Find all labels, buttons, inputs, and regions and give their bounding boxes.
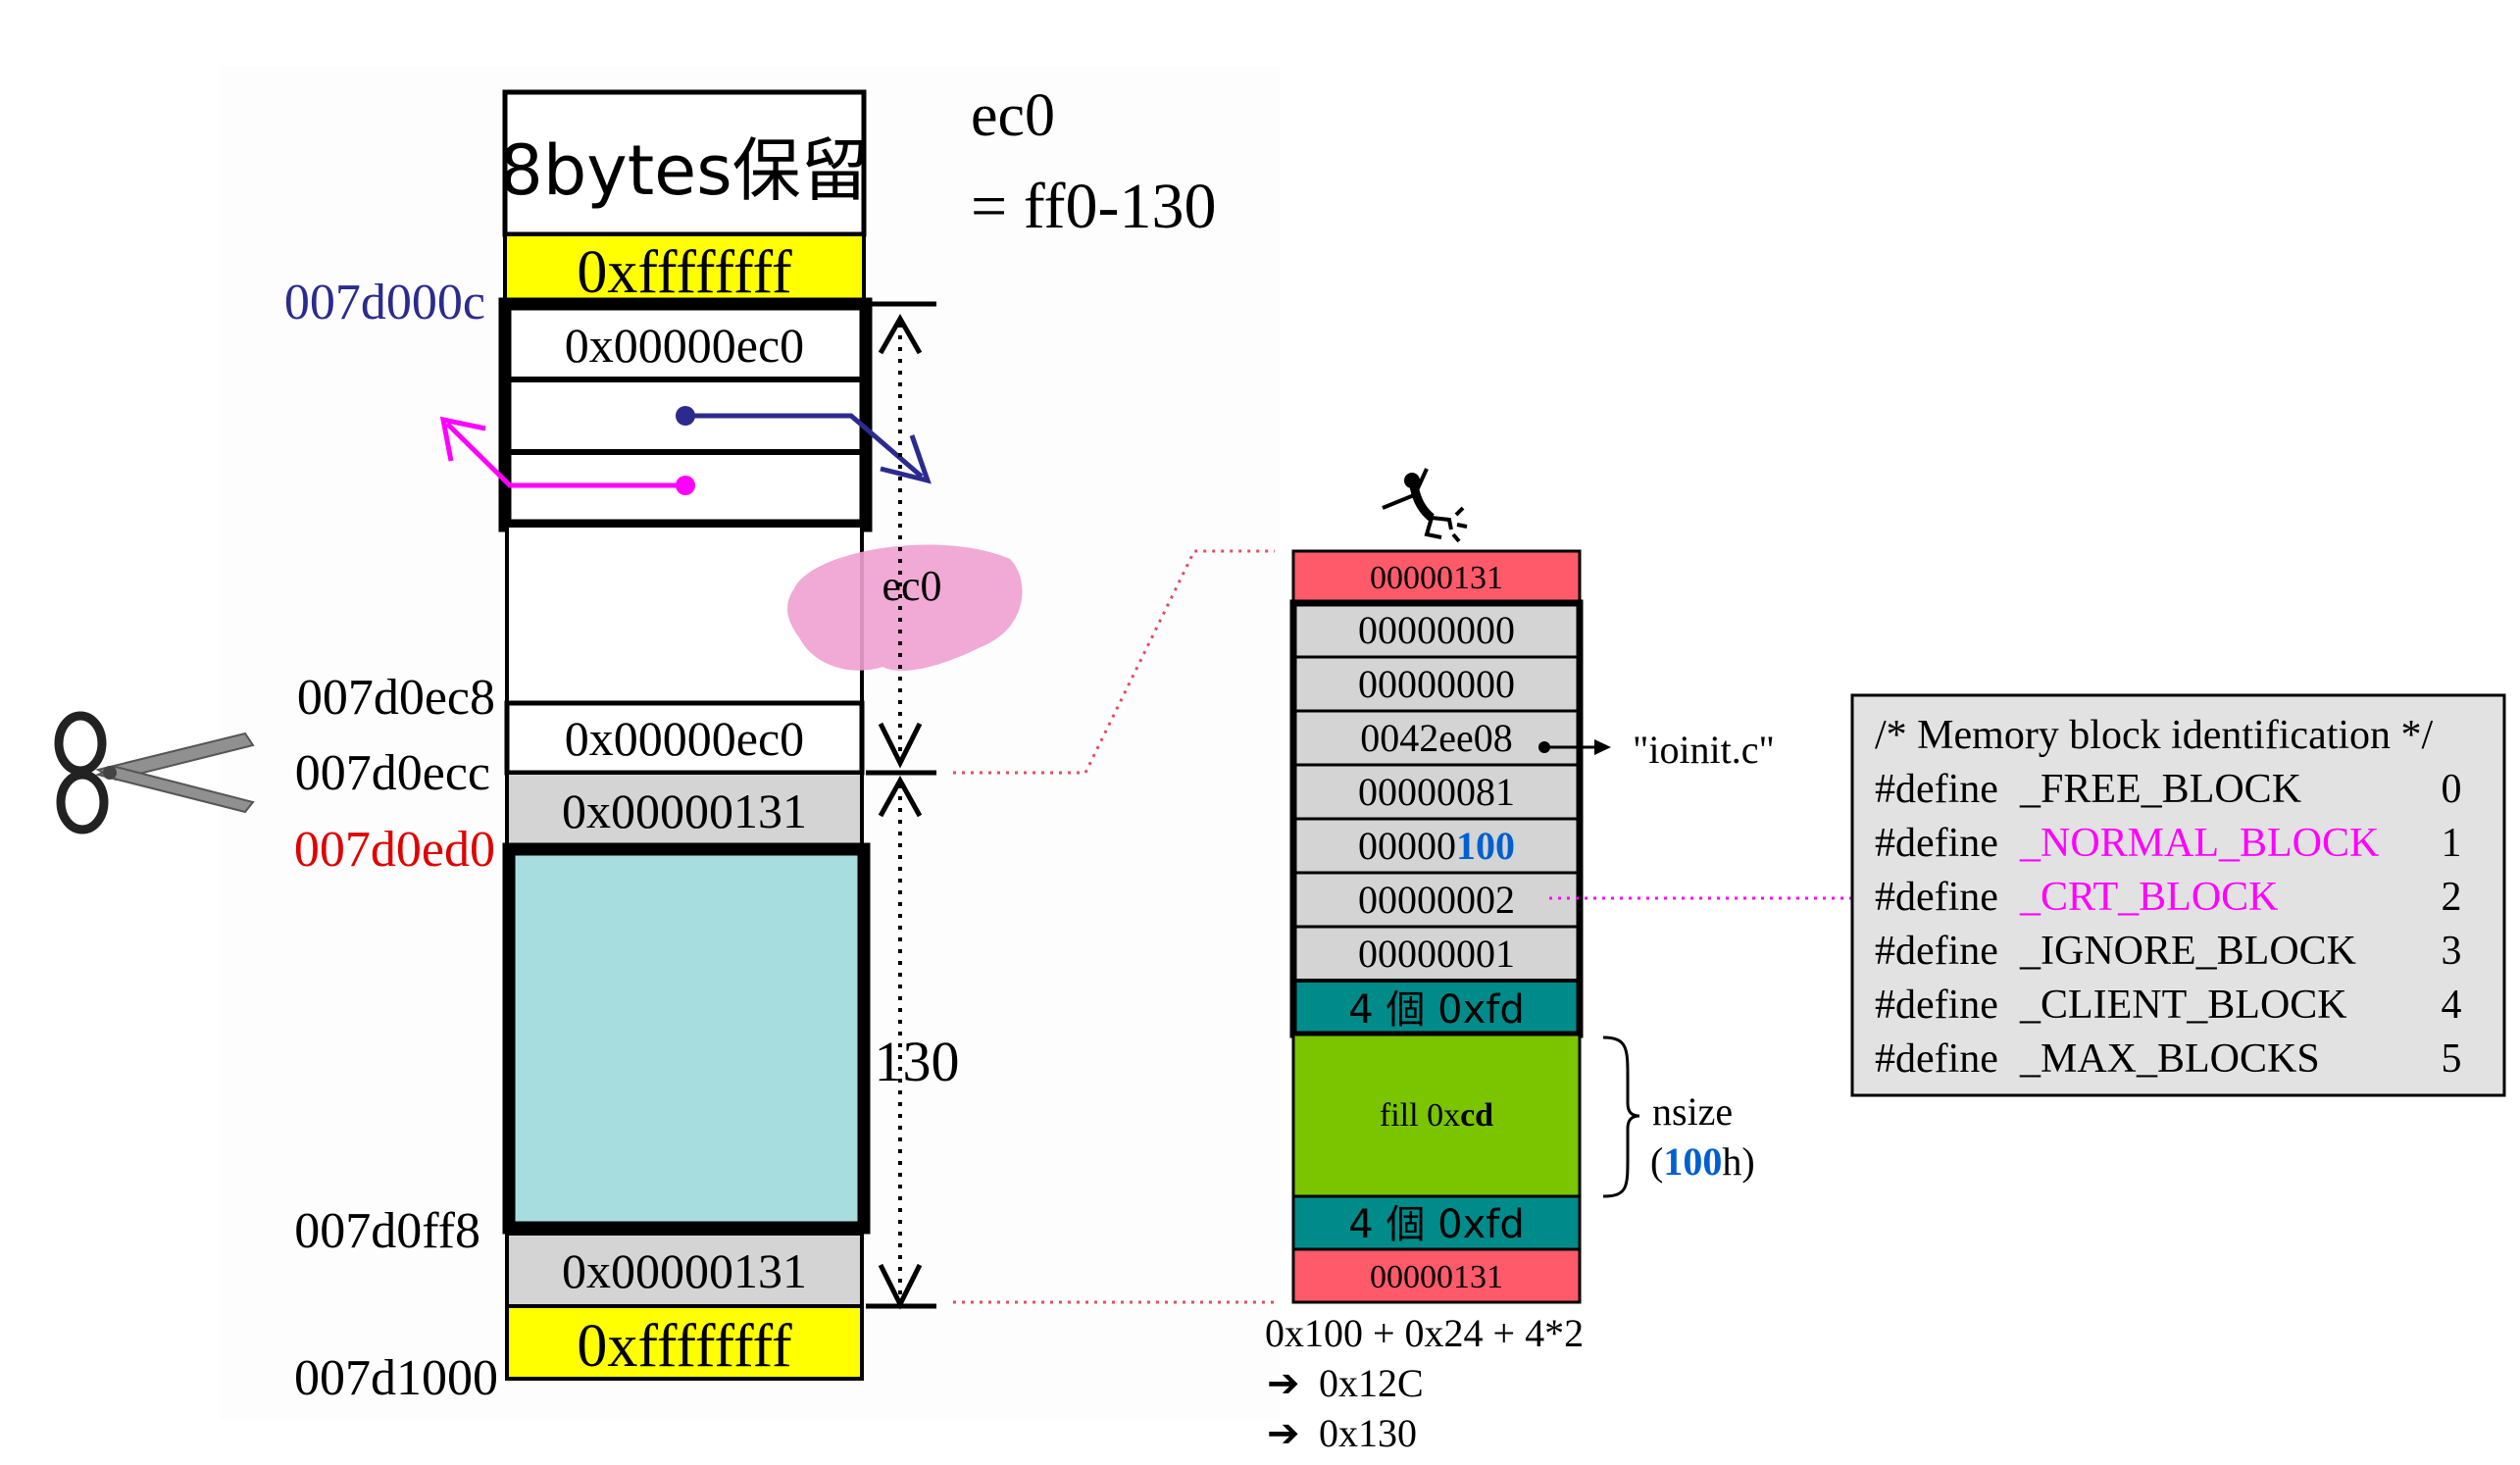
define-name: _MAX_BLOCKS <box>2019 1036 2320 1082</box>
define-value: 1 <box>2442 821 2462 866</box>
filename-pointer: "ioinit.c" <box>1633 728 1775 772</box>
define-comment: /* Memory block identification */ <box>1875 713 2434 758</box>
free-block-label: ec0 <box>882 562 941 610</box>
define-keyword: #define <box>1875 821 1998 866</box>
alloc-tail-cell <box>505 1232 864 1308</box>
size-brace <box>1602 1036 1640 1198</box>
calc-line-2: 0x12C <box>1319 1361 1424 1405</box>
calc-line-3: 0x130 <box>1319 1411 1417 1455</box>
free-tail-size: 0x00000ec0 <box>565 711 804 766</box>
scissors-icon <box>54 711 255 834</box>
header-row-value: 00000100 <box>1358 824 1515 868</box>
ec0-highlight-blob <box>787 544 1023 671</box>
user-data-region <box>502 842 871 1235</box>
define-name: _FREE_BLOCK <box>2019 767 2301 812</box>
define-keyword: #define <box>1875 1036 1998 1082</box>
header-row-value: 00000001 <box>1358 932 1515 976</box>
calc-line-1: 0x100 + 0x24 + 4*2 <box>1265 1311 1584 1355</box>
header-row <box>1291 925 1582 983</box>
tail-size-value: 00000131 <box>1370 1259 1503 1295</box>
header-row-value: 00000000 <box>1358 608 1515 652</box>
arrow-down-icon <box>878 722 923 769</box>
alloc-tail-size: 0x00000131 <box>562 1243 807 1298</box>
header-row-value: 00000002 <box>1358 878 1515 922</box>
reserved-label: 8bytes保留 <box>499 130 869 211</box>
define-keyword: #define <box>1875 875 1998 920</box>
address-label: 007d0ecc <box>295 745 490 801</box>
top-guard-value: 0xffffffff <box>577 239 792 306</box>
define-name: _NORMAL_BLOCK <box>2019 821 2379 866</box>
define-value: 2 <box>2442 875 2462 920</box>
define-keyword: #define <box>1875 767 1998 812</box>
define-value: 4 <box>2442 983 2462 1028</box>
address-label: 007d0ff8 <box>294 1203 480 1259</box>
define-value: 0 <box>2442 767 2462 812</box>
fill-highlight: cd <box>1460 1097 1493 1134</box>
header-row <box>1291 871 1582 929</box>
top-note-line2: = ff0-130 <box>971 171 1216 242</box>
reserved-cell <box>502 89 867 237</box>
nsize-close: h) <box>1722 1139 1754 1184</box>
head-size-value: 00000131 <box>1370 560 1503 596</box>
no-mans-land-bottom-label: 4 個 0xfd <box>1348 1202 1524 1247</box>
define-name: _CLIENT_BLOCK <box>2019 983 2347 1028</box>
arrow-right-icon: ➔ <box>1267 1361 1300 1406</box>
header-row-value: 00000081 <box>1358 770 1515 814</box>
address-label: 007d0ec8 <box>297 670 495 726</box>
define-value: 5 <box>2442 1036 2462 1082</box>
tail-size-cell <box>1291 1247 1582 1304</box>
header-row-prefix: 00000 <box>1358 824 1456 868</box>
define-name: _CRT_BLOCK <box>2019 875 2279 920</box>
bottom-guard-cell <box>505 1304 864 1381</box>
heap-column: 8bytes保留 0xffffffff 0x00000ec0 ec0 0x000… <box>439 89 1023 1381</box>
top-guard-cell <box>503 232 866 304</box>
no-mans-land-bottom <box>1291 1194 1582 1251</box>
header-row-value: 00000000 <box>1358 662 1515 706</box>
nsize-label: nsize <box>1652 1089 1733 1134</box>
bottom-guard-value: 0xffffffff <box>577 1313 792 1380</box>
span-label: 130 <box>875 1030 960 1093</box>
address-labels: 007d000c 007d0ec8 007d0ecc 007d0ed0 007d… <box>284 275 498 1406</box>
arrow-right-icon <box>1594 739 1611 755</box>
define-box: /* Memory block identification */ #defin… <box>1850 693 2506 1097</box>
block-detail-column: 00000131 00000000 00000000 0042ee08 0000008… <box>1265 468 1775 1456</box>
address-label: 007d000c <box>284 275 485 330</box>
arrow-up-icon <box>878 775 923 818</box>
free-tail-cell <box>504 700 865 776</box>
jumping-figure-icon <box>1382 468 1468 543</box>
alloc-header-size: 0x00000131 <box>562 783 807 838</box>
define-box-frame <box>1850 693 2506 1097</box>
no-mans-land-top-label: 4 個 0xfd <box>1348 987 1524 1033</box>
address-label: 007d0ed0 <box>294 822 495 878</box>
nsize-open: ( <box>1650 1139 1663 1184</box>
arrow-down-icon <box>878 1263 923 1310</box>
top-note-line1: ec0 <box>971 82 1055 149</box>
alloc-header-cell <box>505 771 864 847</box>
header-row <box>1291 763 1582 821</box>
header-row-value: 0042ee08 <box>1360 716 1513 760</box>
user-fill-region <box>1291 1033 1582 1198</box>
header-row <box>1291 655 1582 713</box>
free-header-size: 0x00000ec0 <box>565 318 804 373</box>
define-keyword: #define <box>1875 929 1998 974</box>
fill-prefix: fill 0x <box>1380 1097 1460 1134</box>
fill-label: fill 0xcd <box>1380 1097 1493 1134</box>
arrow-up-icon <box>878 313 923 355</box>
nsize-number: 100 <box>1663 1139 1722 1184</box>
prev-pointer-arrow <box>439 416 695 495</box>
define-value: 3 <box>2442 929 2462 974</box>
address-label: 007d1000 <box>294 1350 498 1406</box>
nsize-value: (100h) <box>1650 1139 1755 1184</box>
define-lines: #define _FREE_BLOCK 0 #define _NORMAL_BLOCK 1… <box>1875 767 2462 1082</box>
header-row-highlight: 100 <box>1456 824 1515 868</box>
define-keyword: #define <box>1875 983 1998 1028</box>
arrow-right-icon: ➔ <box>1267 1411 1300 1456</box>
header-rows: 00000000 00000000 0042ee08 00000081 00000100… <box>1291 601 1582 983</box>
define-name: _IGNORE_BLOCK <box>2019 929 2356 974</box>
